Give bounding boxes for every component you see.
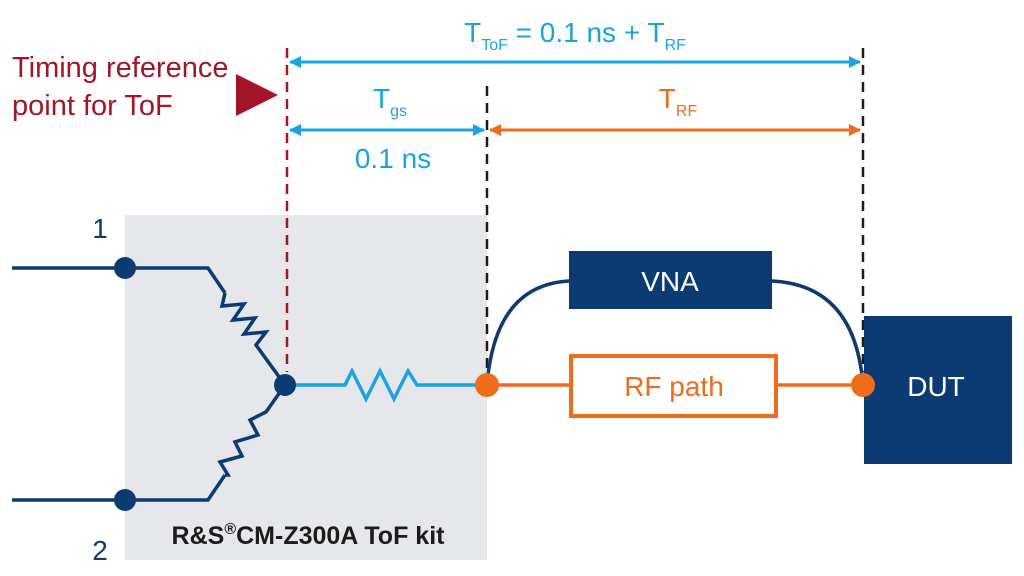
tgs-label: Tgs [373, 83, 407, 120]
trf-label: TRF [659, 83, 698, 120]
dut-label: DUT [907, 371, 965, 402]
port-2-label: 2 [92, 535, 108, 566]
junction-node [274, 374, 296, 396]
timing-reference-pointer-icon [236, 74, 278, 116]
resistor-upper [219, 292, 287, 387]
kit-output-node [475, 373, 499, 397]
dut-input-node [851, 373, 875, 397]
rf-path-box [569, 354, 778, 418]
port-1-label: 1 [92, 213, 108, 244]
port-1-node [114, 257, 136, 279]
port-2-wire [12, 474, 227, 502]
timing-reference-label-line2: point for ToF [12, 90, 173, 122]
tgs-value: 0.1 ns [355, 143, 431, 174]
kit-name-label: R&S®CM-Z300A ToF kit [172, 521, 446, 550]
resistor-lower [217, 383, 287, 477]
vna-box [569, 251, 772, 309]
resistor-series [285, 367, 487, 403]
dut-box [864, 316, 1012, 464]
tof-kit-box [125, 215, 487, 560]
tof-label: TToF = 0.1 ns + TRF [464, 17, 686, 54]
rf-path-label: RF path [624, 371, 724, 402]
vna-label: VNA [641, 266, 699, 297]
port-1-wire [12, 266, 227, 294]
timing-reference-label-line1: Timing reference [12, 52, 229, 84]
port-2-node [114, 489, 136, 511]
